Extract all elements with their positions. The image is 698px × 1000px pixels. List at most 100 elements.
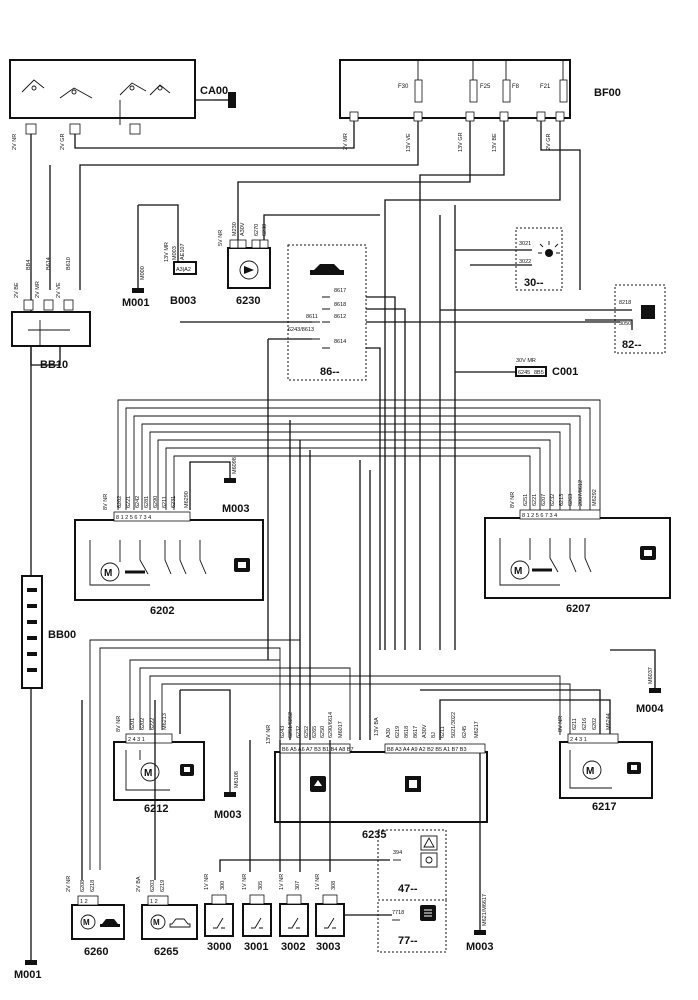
svg-text:308: 308 bbox=[331, 881, 337, 890]
svg-text:M001: M001 bbox=[14, 969, 42, 981]
b003-connector: A3|A2 13V MR M003 AE107 B003 bbox=[138, 204, 197, 307]
svg-text:8J: 8J bbox=[431, 732, 437, 738]
svg-text:8V NR: 8V NR bbox=[103, 494, 109, 510]
svg-text:6270: 6270 bbox=[254, 224, 260, 236]
svg-text:B614: B614 bbox=[46, 257, 52, 270]
door-lock-icon bbox=[420, 905, 436, 921]
svg-text:6243: 6243 bbox=[280, 726, 286, 738]
svg-text:M001: M001 bbox=[122, 297, 150, 309]
svg-text:F30: F30 bbox=[398, 84, 409, 90]
svg-text:1V NR: 1V NR bbox=[315, 874, 321, 890]
svg-text:1 2: 1 2 bbox=[150, 899, 158, 905]
svg-text:6221: 6221 bbox=[532, 494, 538, 506]
svg-text:6245: 6245 bbox=[462, 726, 468, 738]
svg-text:6216: 6216 bbox=[582, 718, 588, 730]
svg-text:300: 300 bbox=[220, 881, 226, 890]
svg-text:M: M bbox=[144, 768, 152, 779]
c3003-switch: 1V NR 308 3003 bbox=[315, 874, 345, 953]
bb10-connector: 2V BE 2V MR 2V VE BB4 B614 B610 BB10 bbox=[11, 257, 91, 371]
svg-text:307: 307 bbox=[295, 881, 301, 890]
svg-text:6211: 6211 bbox=[162, 496, 168, 508]
svg-text:F8: F8 bbox=[512, 84, 520, 90]
svg-text:6263: 6263 bbox=[568, 494, 574, 506]
c86-module: 8617 8618 8612 8611 6243/8613 8614 86-- bbox=[180, 244, 620, 650]
svg-text:M6244: M6244 bbox=[606, 713, 612, 730]
harness-wires bbox=[117, 339, 601, 740]
svg-text:6281: 6281 bbox=[144, 496, 150, 508]
svg-text:6252: 6252 bbox=[304, 726, 310, 738]
bf00-fuse-box: F30 F25 F8 F21 BF00 bbox=[339, 59, 621, 122]
c3002-switch: 1V NR 307 3002 bbox=[279, 874, 309, 953]
memory-module-icon bbox=[641, 305, 655, 319]
c3000-switch: 1V NR 300 3000 bbox=[204, 874, 234, 953]
svg-text:A30V: A30V bbox=[422, 724, 428, 738]
svg-text:6290/6614: 6290/6614 bbox=[328, 712, 334, 738]
svg-text:8V NR: 8V NR bbox=[510, 492, 516, 508]
svg-text:M: M bbox=[514, 566, 522, 577]
svg-text:AE107: AE107 bbox=[180, 243, 186, 260]
svg-text:F25: F25 bbox=[480, 84, 491, 90]
svg-text:8V NR: 8V NR bbox=[116, 716, 122, 732]
svg-text:B003: B003 bbox=[170, 295, 196, 307]
dash-light-icon bbox=[239, 260, 259, 280]
door-lock-icon bbox=[180, 764, 194, 776]
svg-text:6202: 6202 bbox=[140, 718, 146, 730]
svg-text:6219: 6219 bbox=[160, 880, 166, 892]
svg-text:M6037: M6037 bbox=[648, 667, 654, 684]
svg-text:2V BE: 2V BE bbox=[14, 282, 20, 298]
svg-text:7718: 7718 bbox=[392, 910, 404, 916]
c6207-window-module: 8 1 2 5 6 7 3 4 8V NR 6251 6221 6207 623… bbox=[484, 480, 671, 615]
svg-text:BB4: BB4 bbox=[26, 260, 32, 270]
m003-mid-ground: M6098 M003 bbox=[189, 457, 250, 515]
svg-text:5021/3022: 5021/3022 bbox=[451, 712, 457, 738]
svg-text:M6108: M6108 bbox=[234, 771, 240, 788]
c3001-switch: 1V NR 305 3001 bbox=[242, 874, 272, 953]
svg-text:M6290: M6290 bbox=[184, 491, 190, 508]
ca00-switch: CA00 bbox=[9, 59, 236, 135]
svg-text:3022: 3022 bbox=[519, 259, 531, 265]
svg-text:6207: 6207 bbox=[566, 603, 590, 615]
svg-text:6218: 6218 bbox=[90, 880, 96, 892]
svg-text:M: M bbox=[153, 918, 160, 927]
svg-text:6219: 6219 bbox=[395, 726, 401, 738]
svg-text:2V NR: 2V NR bbox=[66, 876, 72, 892]
svg-text:M230: M230 bbox=[232, 222, 238, 236]
fuse-f25: F25 bbox=[469, 79, 491, 103]
svg-text:6202: 6202 bbox=[117, 496, 123, 508]
svg-text:47--: 47-- bbox=[398, 883, 418, 895]
svg-text:6260: 6260 bbox=[84, 946, 108, 958]
svg-text:6231: 6231 bbox=[171, 496, 177, 508]
car-silhouette-icon bbox=[169, 918, 191, 928]
m001-top-ground: M000 M001 bbox=[122, 205, 150, 309]
svg-text:B610: B610 bbox=[66, 257, 72, 270]
svg-text:8614: 8614 bbox=[334, 339, 346, 345]
c77-module: 7718 77-- bbox=[377, 899, 447, 953]
svg-text:3002: 3002 bbox=[281, 941, 305, 953]
fuse-f21: F21 bbox=[540, 79, 568, 103]
svg-text:6202: 6202 bbox=[592, 718, 598, 730]
m003-bottom-ground: M621/M6617 M003 bbox=[466, 894, 494, 953]
memory-module-icon bbox=[405, 776, 421, 792]
svg-text:6217: 6217 bbox=[592, 801, 616, 813]
svg-text:3000: 3000 bbox=[207, 941, 231, 953]
svg-text:13V BE: 13V BE bbox=[492, 133, 498, 152]
svg-text:M003: M003 bbox=[222, 503, 250, 515]
svg-text:B8 A3 A4 A9 A2 B2 B5 A1 B7 B3: B8 A3 A4 A9 A2 B2 B5 A1 B7 B3 bbox=[387, 747, 467, 753]
svg-text:6290: 6290 bbox=[153, 496, 159, 508]
svg-text:A3|A2: A3|A2 bbox=[176, 267, 191, 273]
svg-text:6265: 6265 bbox=[154, 946, 178, 958]
svg-text:2 4 3 1: 2 4 3 1 bbox=[128, 737, 145, 743]
svg-text:3050: 3050 bbox=[619, 321, 631, 327]
svg-text:M6017: M6017 bbox=[338, 721, 344, 738]
c6230-module: 5V NR M230 A30V 6270 6230 6230 bbox=[218, 214, 380, 307]
fuse-f30: F30 bbox=[398, 79, 423, 103]
svg-text:6207: 6207 bbox=[541, 494, 547, 506]
window-motor-icon: M bbox=[100, 562, 120, 582]
svg-text:305: 305 bbox=[258, 881, 264, 890]
svg-text:5V NR: 5V NR bbox=[218, 230, 224, 246]
svg-text:BB00: BB00 bbox=[48, 629, 76, 641]
svg-text:6211: 6211 bbox=[440, 726, 446, 738]
svg-text:8611: 8611 bbox=[306, 314, 318, 320]
svg-text:394: 394 bbox=[393, 850, 402, 856]
